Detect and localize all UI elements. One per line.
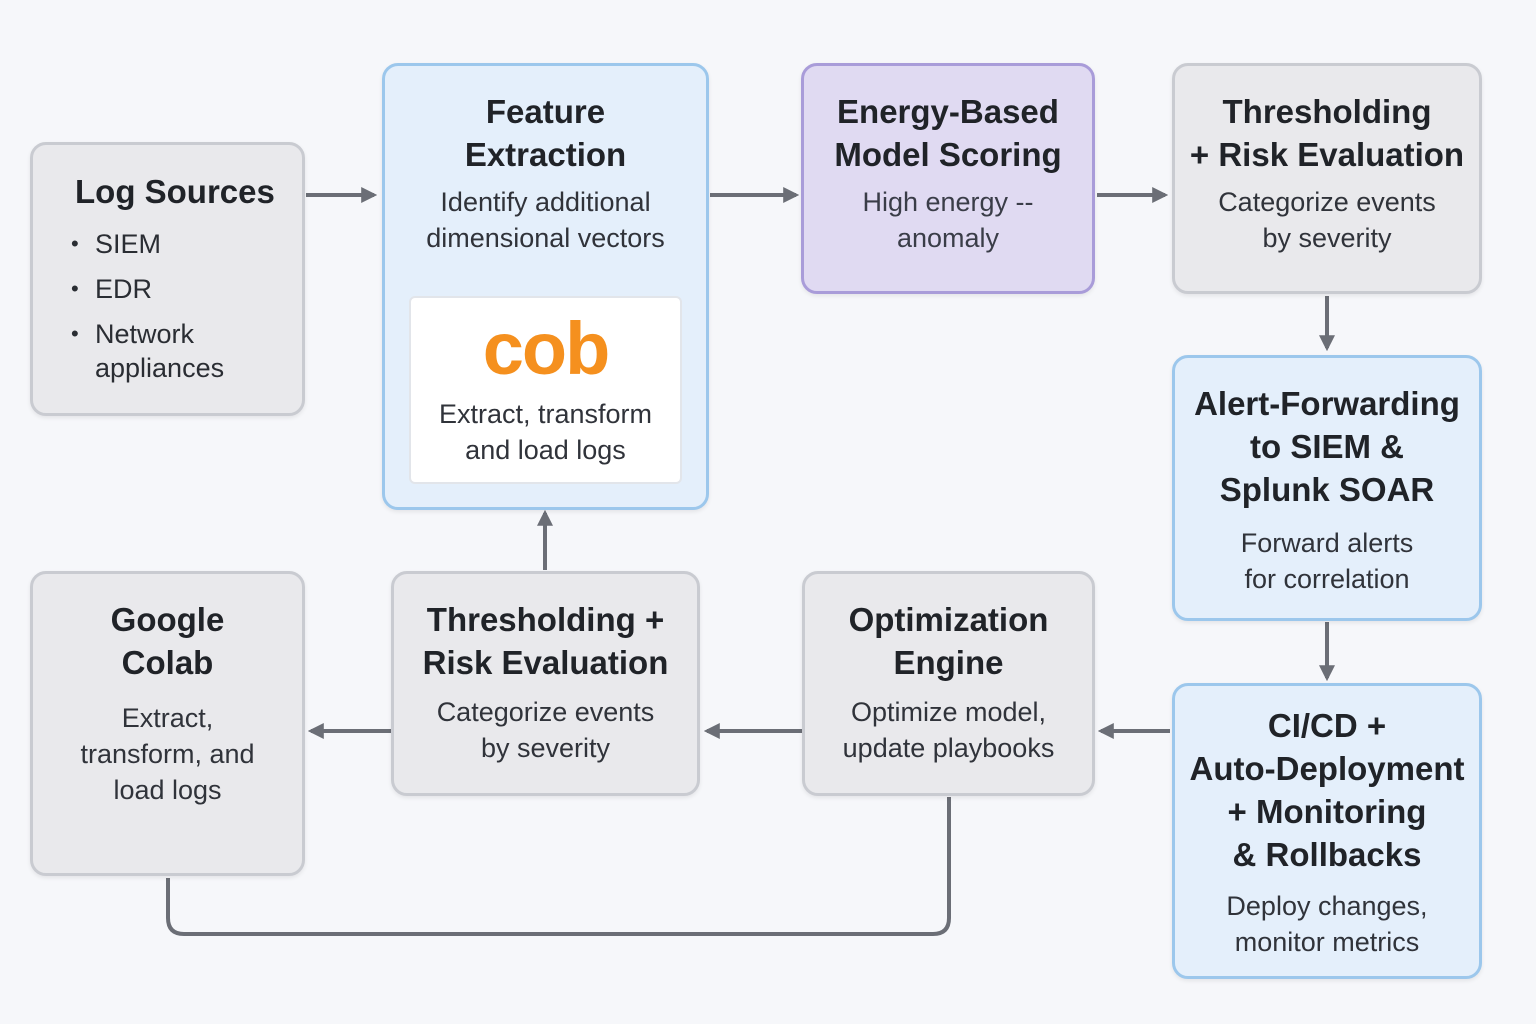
desc-line: Categorize events (1218, 187, 1436, 217)
cicd-box: CI/CD + Auto-Deployment + Monitoring & R… (1172, 683, 1482, 979)
etl-tool-card: cob Extract, transform and load logs (409, 296, 682, 484)
google-colab-title: Google Colab (33, 598, 302, 684)
etl-tool-desc: Extract, transform and load logs (411, 396, 680, 468)
desc-line: transform, and (80, 739, 255, 769)
title-line: Splunk SOAR (1219, 471, 1435, 508)
title-line: Auto-Deployment (1189, 750, 1465, 787)
optimization-engine-title: Optimization Engine (805, 598, 1092, 684)
thresholding-bottom-desc: Categorize events by severity (394, 694, 697, 766)
title-line: CI/CD + (1267, 707, 1387, 744)
feature-extraction-title: Feature Extraction (385, 90, 706, 176)
desc-line: dimensional vectors (426, 223, 665, 253)
optimization-engine-desc: Optimize model, update playbooks (805, 694, 1092, 766)
loop-colab-optimization (166, 797, 951, 936)
desc-line: load logs (113, 775, 222, 805)
desc-line: Deploy changes, (1226, 891, 1428, 921)
cob-logo: cob (482, 307, 611, 390)
desc-line: High energy -- (862, 187, 1034, 217)
cicd-desc: Deploy changes, monitor metrics (1175, 888, 1479, 960)
energy-model-desc: High energy -- anomaly (804, 184, 1092, 256)
optimization-engine-box: Optimization Engine Optimize model, upda… (802, 571, 1095, 796)
title-line: to SIEM & (1250, 428, 1404, 465)
title-line: Colab (121, 644, 214, 681)
thresholding-bottom-box: Thresholding + Risk Evaluation Categoriz… (391, 571, 700, 796)
feature-extraction-box: Feature Extraction Identify additional d… (382, 63, 709, 510)
feature-extraction-desc: Identify additional dimensional vectors (385, 184, 706, 256)
title-line: Optimization (848, 601, 1049, 638)
desc-line: Forward alerts (1240, 528, 1414, 558)
desc-line: Categorize events (436, 697, 655, 727)
desc-line: for correlation (1244, 564, 1410, 594)
thresholding-bottom-title: Thresholding + Risk Evaluation (394, 598, 697, 684)
title-line: & Rollbacks (1232, 836, 1422, 873)
list-item: EDR (33, 272, 302, 306)
desc-line: update playbooks (842, 733, 1055, 763)
title-line: + Monitoring (1227, 793, 1427, 830)
title-line: Thresholding + (426, 601, 665, 638)
desc-line: anomaly (896, 223, 1000, 253)
title-line: Model Scoring (834, 136, 1062, 173)
alert-forwarding-desc: Forward alerts for correlation (1175, 525, 1479, 597)
list-item: SIEM (33, 227, 302, 261)
desc-line: and load logs (465, 435, 626, 465)
desc-line: by severity (1262, 223, 1392, 253)
log-sources-list: SIEM EDR Network appliances (33, 227, 302, 385)
list-item: Network appliances (33, 317, 245, 385)
desc-line: Extract, (121, 703, 214, 733)
desc-line: Extract, transform (438, 399, 653, 429)
title-line: Alert-Forwarding (1194, 385, 1460, 422)
google-colab-box: Google Colab Extract, transform, and loa… (30, 571, 305, 876)
title-line: Risk Evaluation (422, 644, 669, 681)
desc-line: Identify additional (440, 187, 651, 217)
log-sources-box: Log Sources SIEM EDR Network appliances (30, 142, 305, 416)
title-line: + Risk Evaluation (1189, 136, 1465, 173)
energy-model-box: Energy-Based Model Scoring High energy -… (801, 63, 1095, 294)
title-line: Extraction (464, 136, 627, 173)
cicd-title: CI/CD + Auto-Deployment + Monitoring & R… (1175, 704, 1479, 876)
title-line: Thresholding (1222, 93, 1432, 130)
thresholding-top-title: Thresholding + Risk Evaluation (1175, 90, 1479, 176)
alert-forwarding-box: Alert-Forwarding to SIEM & Splunk SOAR F… (1172, 355, 1482, 621)
thresholding-top-desc: Categorize events by severity (1175, 184, 1479, 256)
log-sources-title: Log Sources (75, 173, 275, 210)
title-line: Google (110, 601, 225, 638)
alert-forwarding-title: Alert-Forwarding to SIEM & Splunk SOAR (1175, 382, 1479, 511)
desc-line: Optimize model, (850, 697, 1047, 727)
energy-model-title: Energy-Based Model Scoring (804, 90, 1092, 176)
desc-line: by severity (480, 733, 611, 763)
google-colab-desc: Extract, transform, and load logs (33, 700, 302, 808)
title-line: Energy-Based (837, 93, 1059, 130)
title-line: Engine (893, 644, 1004, 681)
desc-line: monitor metrics (1234, 927, 1420, 957)
title-line: Feature (485, 93, 606, 130)
thresholding-top-box: Thresholding + Risk Evaluation Categoriz… (1172, 63, 1482, 294)
